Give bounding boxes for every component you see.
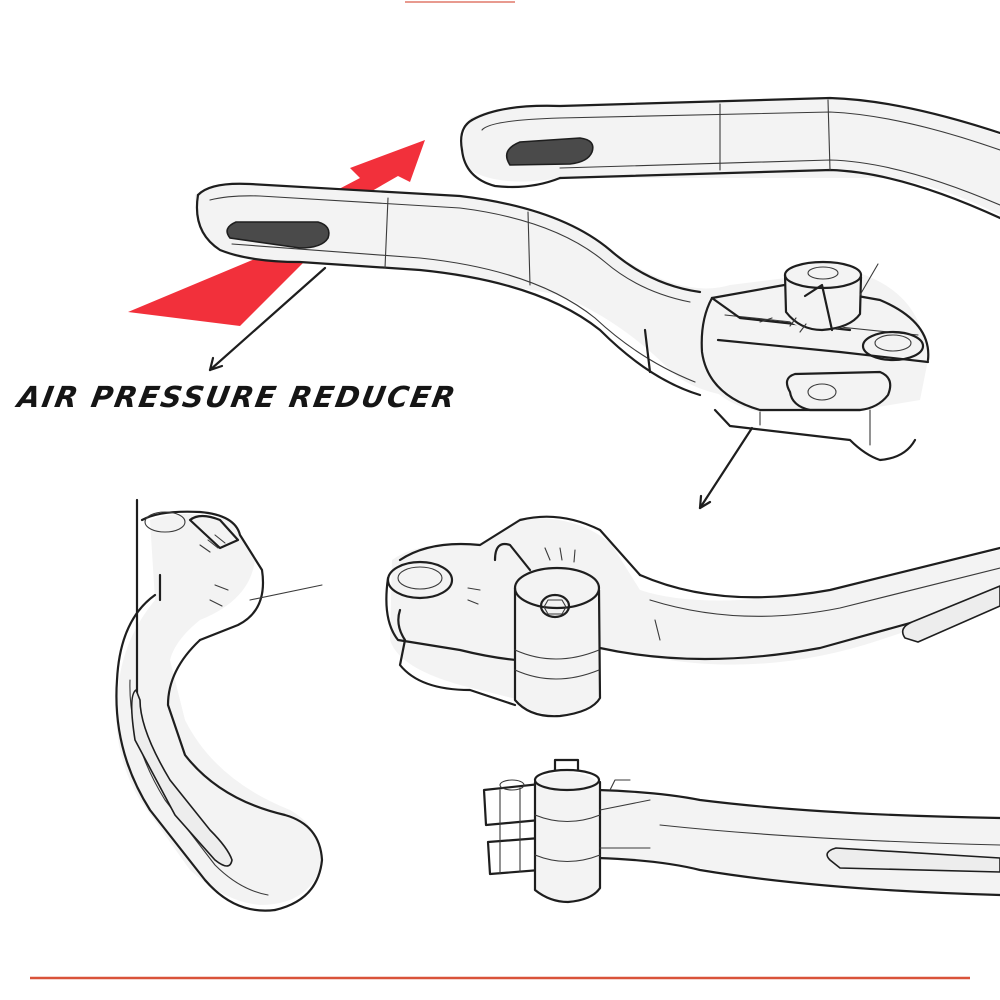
main-lever-sketch xyxy=(195,182,930,462)
air-pressure-reducer-label: AIR PRESSURE REDUCER xyxy=(15,380,460,414)
pivot-lever-sketch xyxy=(385,515,1000,718)
callout-arrows xyxy=(208,266,754,510)
callout-arrow-to-reducer xyxy=(208,266,327,372)
rear-lever-sketch xyxy=(460,96,1000,220)
callout-arrow-to-pivot xyxy=(698,426,754,510)
bottom-lever-sketch xyxy=(482,758,1000,904)
left-lever-sketch xyxy=(115,498,324,912)
